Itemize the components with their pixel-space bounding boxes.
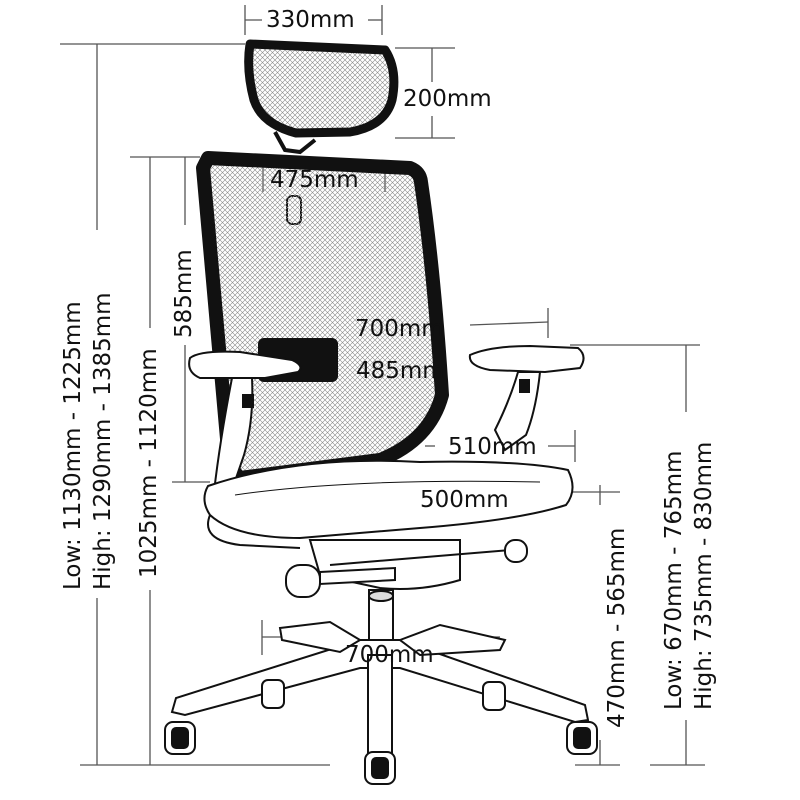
armrest-span-label: 700mm <box>355 316 444 342</box>
dimension-lines <box>60 5 705 766</box>
mechanism <box>285 539 528 641</box>
castors <box>164 679 598 785</box>
right-armrest <box>468 344 585 452</box>
seat-height-label: 470mm - 565mm <box>604 527 630 728</box>
arm-height-high-label: High: 735mm - 830mm <box>691 441 717 710</box>
left-armrest <box>188 350 302 494</box>
base-diameter-label: 700mm <box>345 642 434 668</box>
headrest-width-label: 330mm <box>266 7 355 33</box>
back-height-label: 585mm <box>171 249 197 338</box>
seat <box>203 459 574 549</box>
inner-arm-width-label: 485mm <box>356 358 445 384</box>
height-without-headrest-label: 1025mm - 1120mm <box>136 348 162 578</box>
arm-height-low-label: Low: 670mm - 765mm <box>661 450 687 710</box>
seat-width-label: 510mm <box>448 434 537 460</box>
overall-height-high-label: High: 1290mm - 1385mm <box>90 292 116 590</box>
headrest-height-label: 200mm <box>403 86 492 112</box>
backrest <box>196 151 449 485</box>
back-width-label: 475mm <box>270 167 359 193</box>
seat-depth-label: 500mm <box>420 487 509 513</box>
star-base <box>170 620 590 756</box>
overall-height-low-label: Low: 1130mm - 1225mm <box>60 301 86 590</box>
